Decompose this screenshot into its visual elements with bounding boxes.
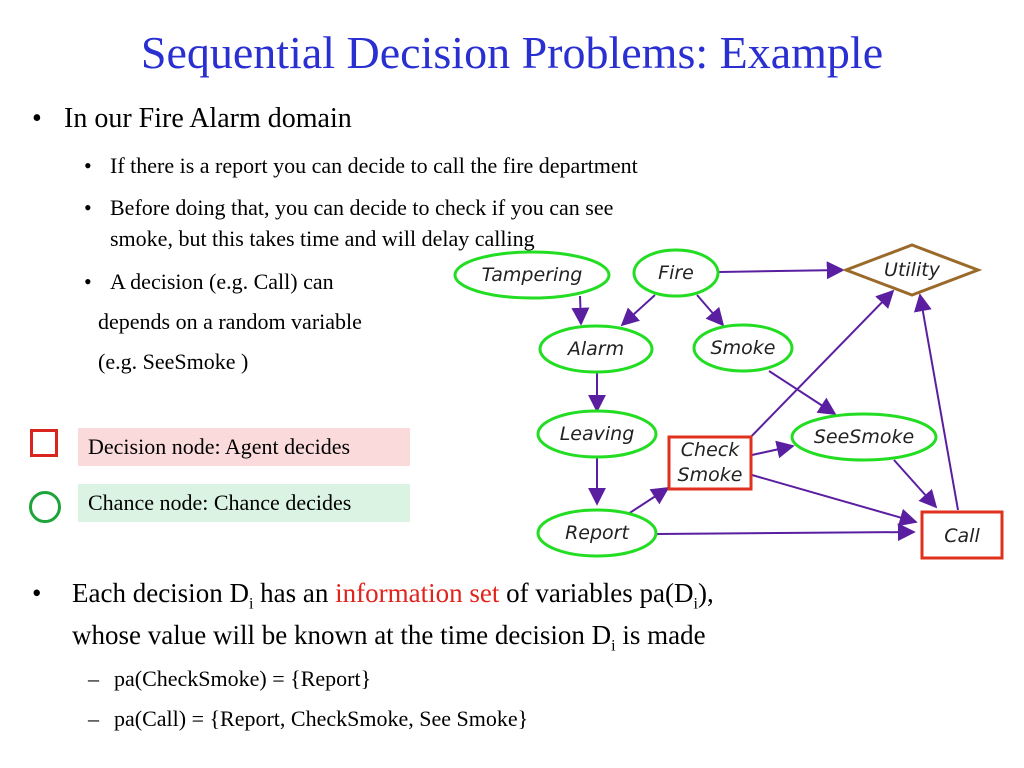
label-fire: Fire bbox=[658, 262, 694, 284]
info-highlight: information set bbox=[335, 578, 500, 608]
info-line1-c: of variables pa(D bbox=[499, 578, 694, 608]
edge-checksmoke-utility bbox=[740, 289, 895, 448]
node-report bbox=[536, 508, 658, 558]
sub-bullet-call-text: If there is a report you can decide to c… bbox=[110, 153, 638, 178]
info-item-checksmoke-text: pa(CheckSmoke) = {Report} bbox=[114, 666, 372, 691]
info-item-call: – pa(Call) = {Report, CheckSmoke, See Sm… bbox=[88, 706, 529, 731]
info-line1-d: ), bbox=[697, 578, 714, 608]
node-smoke bbox=[692, 323, 794, 373]
label-utility: Utility bbox=[884, 259, 941, 281]
info-line1-b: has an bbox=[253, 578, 336, 608]
edge-tampering-alarm bbox=[571, 295, 590, 326]
edge-fire-smoke bbox=[696, 294, 725, 327]
node-call bbox=[920, 510, 1004, 560]
info-line2-a: whose value will be known at the time de… bbox=[72, 620, 612, 650]
edge-fire-alarm bbox=[620, 294, 656, 327]
node-checksmoke bbox=[667, 435, 753, 491]
chance-circle-icon bbox=[29, 491, 61, 523]
node-fire bbox=[632, 248, 720, 298]
label-alarm: Alarm bbox=[566, 338, 624, 360]
sub-bullet-check-line1: Before doing that, you can decide to che… bbox=[110, 195, 614, 220]
edge-fire-utility bbox=[718, 261, 845, 280]
legend-decision: Decision node: Agent decides bbox=[78, 428, 410, 466]
slide-title: Sequential Decision Problems: Example bbox=[140, 27, 884, 78]
info-sub-i-1: i bbox=[248, 595, 254, 613]
edge-report-call bbox=[656, 523, 916, 542]
info-line2-b: is made bbox=[615, 620, 706, 650]
label-smoke: Smoke bbox=[711, 337, 776, 359]
bullet-main-text: In our Fire Alarm domain bbox=[64, 103, 352, 134]
diagram-edges bbox=[571, 261, 959, 542]
label-tampering: Tampering bbox=[482, 264, 583, 286]
info-item-checksmoke: – pa(CheckSmoke) = {Report} bbox=[88, 666, 372, 691]
node-utility bbox=[841, 243, 983, 297]
sub-bullet-decision-line1: A decision (e.g. Call) can bbox=[110, 269, 334, 294]
label-seesmoke: SeeSmoke bbox=[814, 426, 914, 448]
info-sub-i-3: i bbox=[611, 637, 616, 655]
label-report: Report bbox=[565, 522, 630, 544]
label-checksmoke-line1: Check bbox=[681, 439, 740, 461]
edge-report-checksmoke bbox=[624, 487, 670, 517]
label-checksmoke-line2: Smoke bbox=[678, 464, 743, 486]
info-item-call-text: pa(Call) = {Report, CheckSmoke, See Smok… bbox=[114, 706, 529, 731]
legend-chance: Chance node: Chance decides bbox=[78, 484, 410, 522]
sub-bullet-decision-line2: depends on a random variable bbox=[98, 309, 362, 334]
edge-checksmoke-seesmoke bbox=[751, 440, 795, 459]
edge-checksmoke-call bbox=[751, 474, 918, 527]
info-line1-a: Each decision D bbox=[72, 578, 249, 608]
node-alarm bbox=[538, 324, 654, 374]
info-sub-i-2: i bbox=[693, 595, 698, 613]
edge-call-utility bbox=[913, 293, 959, 511]
decision-square-icon bbox=[30, 429, 58, 457]
label-call: Call bbox=[944, 525, 980, 547]
node-leaving bbox=[536, 409, 658, 459]
label-leaving: Leaving bbox=[560, 423, 635, 445]
node-tampering bbox=[453, 250, 611, 300]
sub-bullet-check-line2: smoke, but this takes time and will dela… bbox=[110, 226, 535, 251]
node-seesmoke bbox=[790, 412, 938, 462]
sub-bullet-decision-line3: (e.g. SeeSmoke ) bbox=[98, 349, 249, 374]
edge-seesmoke-call bbox=[893, 459, 938, 509]
edge-smoke-seesmoke bbox=[768, 370, 837, 415]
